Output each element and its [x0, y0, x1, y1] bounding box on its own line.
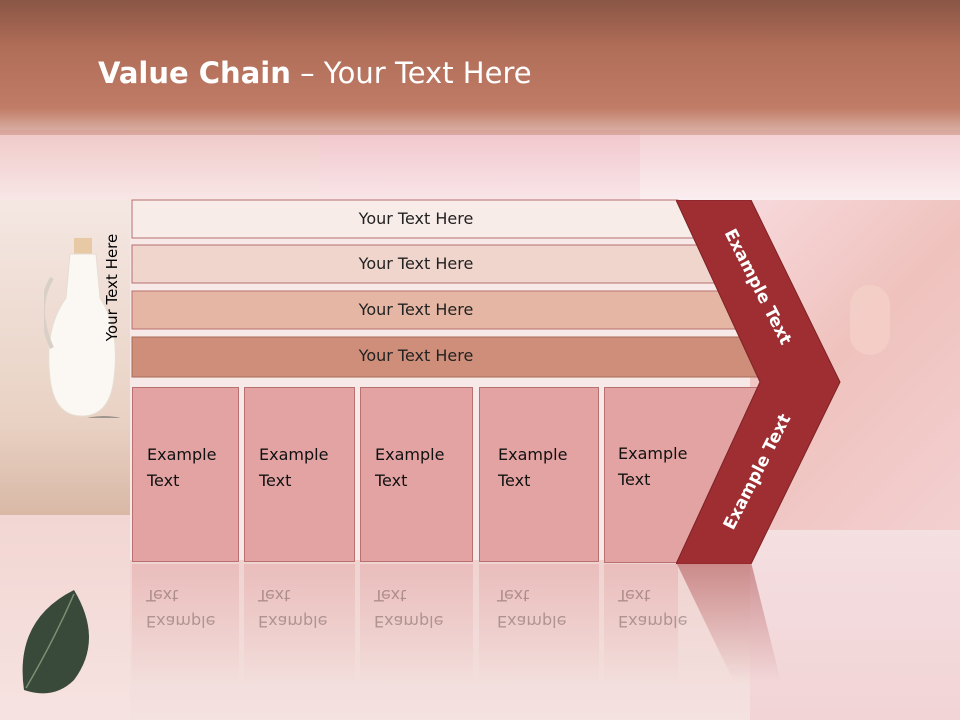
reflection-line: Text	[258, 586, 291, 605]
reflection-label: Example Text	[146, 582, 241, 634]
box-line1: Example	[259, 445, 329, 464]
vertical-label: Your Text Here	[103, 233, 121, 342]
box-line1: Example	[375, 445, 445, 464]
header-band	[0, 0, 960, 135]
support-bar-label: Your Text Here	[358, 300, 474, 319]
bg-tile	[640, 130, 960, 200]
reflection-line: Text	[618, 586, 651, 605]
support-bar-label: Your Text Here	[358, 254, 474, 273]
bg-tile	[320, 130, 640, 200]
bg-tile	[130, 560, 750, 720]
box-line2: Text	[618, 470, 651, 489]
reflection-label: Example Text	[374, 582, 469, 634]
margin-chevron	[676, 200, 841, 564]
box-reflection: Example Text	[479, 564, 599, 684]
leaf-image	[22, 590, 90, 694]
box-line2: Text	[147, 471, 180, 490]
bg-tile	[750, 530, 960, 720]
chevron-reflection	[676, 562, 781, 682]
reflection-line: Example	[146, 612, 216, 631]
reflection-line: Text	[146, 586, 179, 605]
reflection-label: Example Text	[258, 582, 353, 634]
box-reflection: Example Text	[360, 564, 473, 684]
slide-title: Value Chain – Your Text Here	[98, 56, 532, 90]
box-line1: Example	[498, 445, 568, 464]
title-rest: – Your Text Here	[290, 56, 532, 90]
vase-image	[44, 238, 120, 418]
reflection-line: Example	[497, 612, 567, 631]
hand-image	[850, 285, 890, 355]
box-reflection: Example Text	[132, 564, 239, 684]
reflection-line: Text	[497, 586, 530, 605]
box-line1: Example	[147, 445, 217, 464]
support-bar-label: Your Text Here	[358, 346, 474, 365]
box-line2: Text	[498, 471, 531, 490]
reflection-line: Text	[374, 586, 407, 605]
reflection-label: Example Text	[497, 582, 592, 634]
reflection-line: Example	[374, 612, 444, 631]
support-bar-label: Your Text Here	[358, 209, 474, 228]
bg-tile	[0, 130, 320, 200]
box-line2: Text	[259, 471, 292, 490]
title-bold: Value Chain	[98, 56, 291, 90]
reflection-line: Example	[258, 612, 328, 631]
box-line1: Example	[618, 444, 688, 463]
box-line2: Text	[375, 471, 408, 490]
box-reflection: Example Text	[244, 564, 355, 684]
